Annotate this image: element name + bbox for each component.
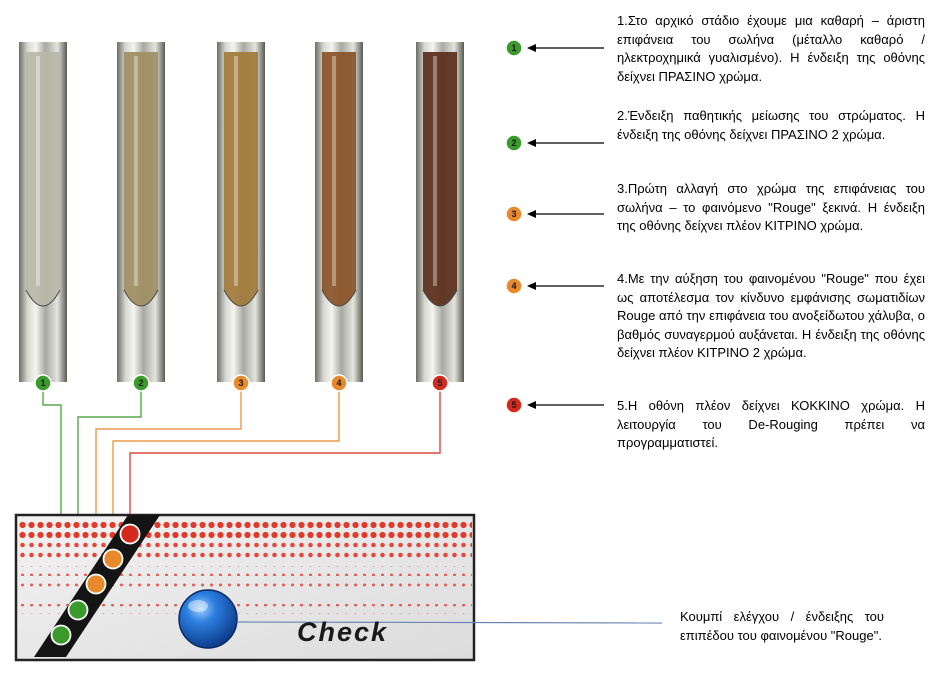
pipe-badge-1: 1: [34, 374, 52, 392]
check-panel: [14, 513, 663, 662]
dot-band-5: [18, 604, 472, 614]
wire-4: [112, 383, 340, 559]
pipe-badge-label: 5: [437, 378, 442, 388]
pipe-1: [19, 42, 67, 382]
pipe-reflection: [433, 56, 437, 286]
wire-5: [129, 383, 441, 534]
stage-badge-label: 1: [511, 43, 516, 53]
check-label: Check: [297, 617, 389, 647]
stage-marker-1: 1: [505, 39, 604, 57]
pipe-badge-5: 5: [431, 374, 449, 392]
panel-led-2: [67, 599, 89, 621]
pipe-5: [416, 42, 464, 382]
stage-1-text: 1.Στο αρχικό στάδιο έχουμε μια καθαρή – …: [617, 13, 925, 84]
check-button[interactable]: [178, 589, 238, 649]
pipe-badge-3: 3: [232, 374, 250, 392]
dot-band-2: [18, 540, 472, 560]
pipe-badge-label: 1: [40, 378, 45, 388]
pipe-window: [423, 52, 457, 306]
stage-badge-label: 4: [511, 281, 516, 291]
stage-3-text: 3.Πρώτη αλλαγή στο χρώμα της επιφάνειας …: [617, 181, 925, 234]
pipe-badge-4: 4: [330, 374, 348, 392]
pipe-window-edge: [321, 289, 357, 307]
pipe-badge-label: 4: [336, 378, 341, 388]
stage-badge-label: 3: [511, 209, 516, 219]
dot-band-4: [18, 582, 472, 592]
stage-4-text: 4.Με την αύξηση του φαινομένου "Rouge" π…: [617, 271, 925, 361]
stage-marker-5: 5: [505, 396, 604, 414]
pipe-4: [315, 42, 363, 382]
pipe-reflection: [234, 56, 238, 286]
pipe-badge-label: 2: [138, 378, 143, 388]
stage-marker-3: 3: [505, 205, 604, 223]
stage-2-text: 2.Ένδειξη παθητικής μείωσης του στρώματο…: [617, 108, 925, 142]
stage-marker-4: 4: [505, 277, 604, 295]
wire-2: [77, 383, 142, 610]
pipe-badge-label: 3: [238, 378, 243, 388]
pipe-reflection: [332, 56, 336, 286]
pipe-window-edge: [223, 289, 259, 307]
stage-badge-label: 5: [511, 400, 516, 410]
panel-leds: [50, 523, 141, 646]
button-leader-line: [237, 621, 663, 624]
pipe-reflection: [36, 56, 40, 286]
indicator-wires: 1 2 3 4 5: [34, 374, 449, 635]
pipe-window-edge: [123, 289, 159, 307]
stage-marker-2: 2: [505, 134, 604, 152]
wire-3: [95, 383, 242, 584]
pipe-3: [217, 42, 265, 382]
pipe-window-edge: [25, 289, 61, 307]
button-caption: Κουμπί ελέγχου / ένδειξης του επιπέδου τ…: [680, 609, 884, 643]
dot-band-3: [18, 566, 472, 576]
panel-led-3: [85, 573, 107, 595]
stage-arrows: 1 2 3 4 5: [505, 39, 604, 414]
pipe-window: [124, 52, 158, 306]
pipe-window: [322, 52, 356, 306]
stage-5-text: 5.Η οθόνη πλέον δείχνει ΚΟΚΚΙΝΟ χρώμα. Η…: [617, 398, 925, 451]
panel-led-4: [102, 548, 124, 570]
pipe-window: [224, 52, 258, 306]
check-button-highlight: [188, 600, 208, 612]
dot-band-top: [18, 518, 472, 538]
pipe-window: [26, 52, 60, 306]
pipes: [19, 42, 464, 382]
stage-badge-label: 2: [511, 138, 516, 148]
pipe-badge-2: 2: [132, 374, 150, 392]
pipe-window-edge: [422, 289, 458, 307]
pipe-reflection: [134, 56, 138, 286]
panel-led-1: [50, 624, 72, 646]
pipe-2: [117, 42, 165, 382]
panel-led-5: [119, 523, 141, 545]
